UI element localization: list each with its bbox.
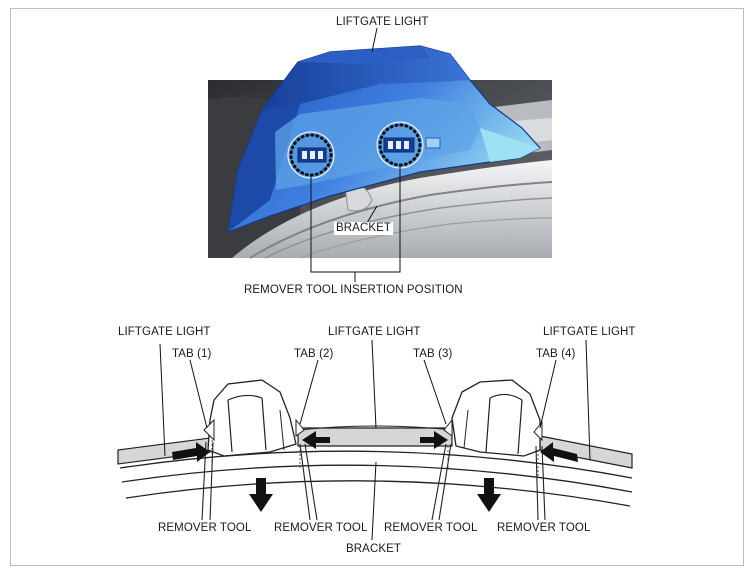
insertion-position-marker-right	[378, 123, 422, 167]
label-tab-2: TAB (2)	[294, 348, 334, 360]
label-remover-tool-3: REMOVER TOOL	[384, 522, 478, 534]
remover-tool-3-line	[431, 443, 447, 521]
tab-2-shape	[295, 418, 305, 437]
label-remover-tool-2: REMOVER TOOL	[274, 522, 368, 534]
label-bracket-photo: BRACKET	[334, 222, 394, 235]
tab-1-shape	[203, 418, 215, 442]
insertion-position-marker-left	[289, 133, 333, 177]
label-tab-1: TAB (1)	[172, 348, 212, 360]
arrow-down-left	[249, 478, 273, 512]
label-liftgate-light-photo: LIFTGATE LIGHT	[336, 16, 429, 28]
arrow-down-right	[477, 478, 501, 512]
label-tab-3: TAB (3)	[413, 348, 453, 360]
label-remover-tool-insertion-position: REMOVER TOOL INSERTION POSITION	[244, 284, 463, 296]
tab-3-shape	[443, 418, 453, 437]
arrow-push-left-right	[540, 442, 578, 462]
arrow-push-left-center	[302, 431, 330, 449]
label-remover-tool-4: REMOVER TOOL	[497, 522, 591, 534]
clip-housing-right	[451, 379, 541, 457]
label-liftgate-light-left: LIFTGATE LIGHT	[118, 326, 211, 338]
bracket-outline-bottom	[125, 480, 631, 507]
remover-tool-4-line	[535, 445, 539, 521]
arrow-push-right-left	[172, 442, 210, 462]
label-liftgate-light-right: LIFTGATE LIGHT	[543, 326, 636, 338]
label-remover-tool-1: REMOVER TOOL	[158, 522, 252, 534]
arrow-push-right-center	[420, 431, 448, 449]
label-bracket-section: BRACKET	[346, 543, 402, 555]
label-liftgate-light-center: LIFTGATE LIGHT	[328, 326, 421, 338]
liftgate-light-center-section	[297, 427, 453, 447]
remover-tool-2-line	[299, 443, 311, 521]
label-tab-4: TAB (4)	[536, 348, 576, 360]
bracket-photo	[232, 160, 552, 258]
bracket-outline-top	[119, 450, 633, 479]
clip-housing-left	[207, 379, 297, 457]
